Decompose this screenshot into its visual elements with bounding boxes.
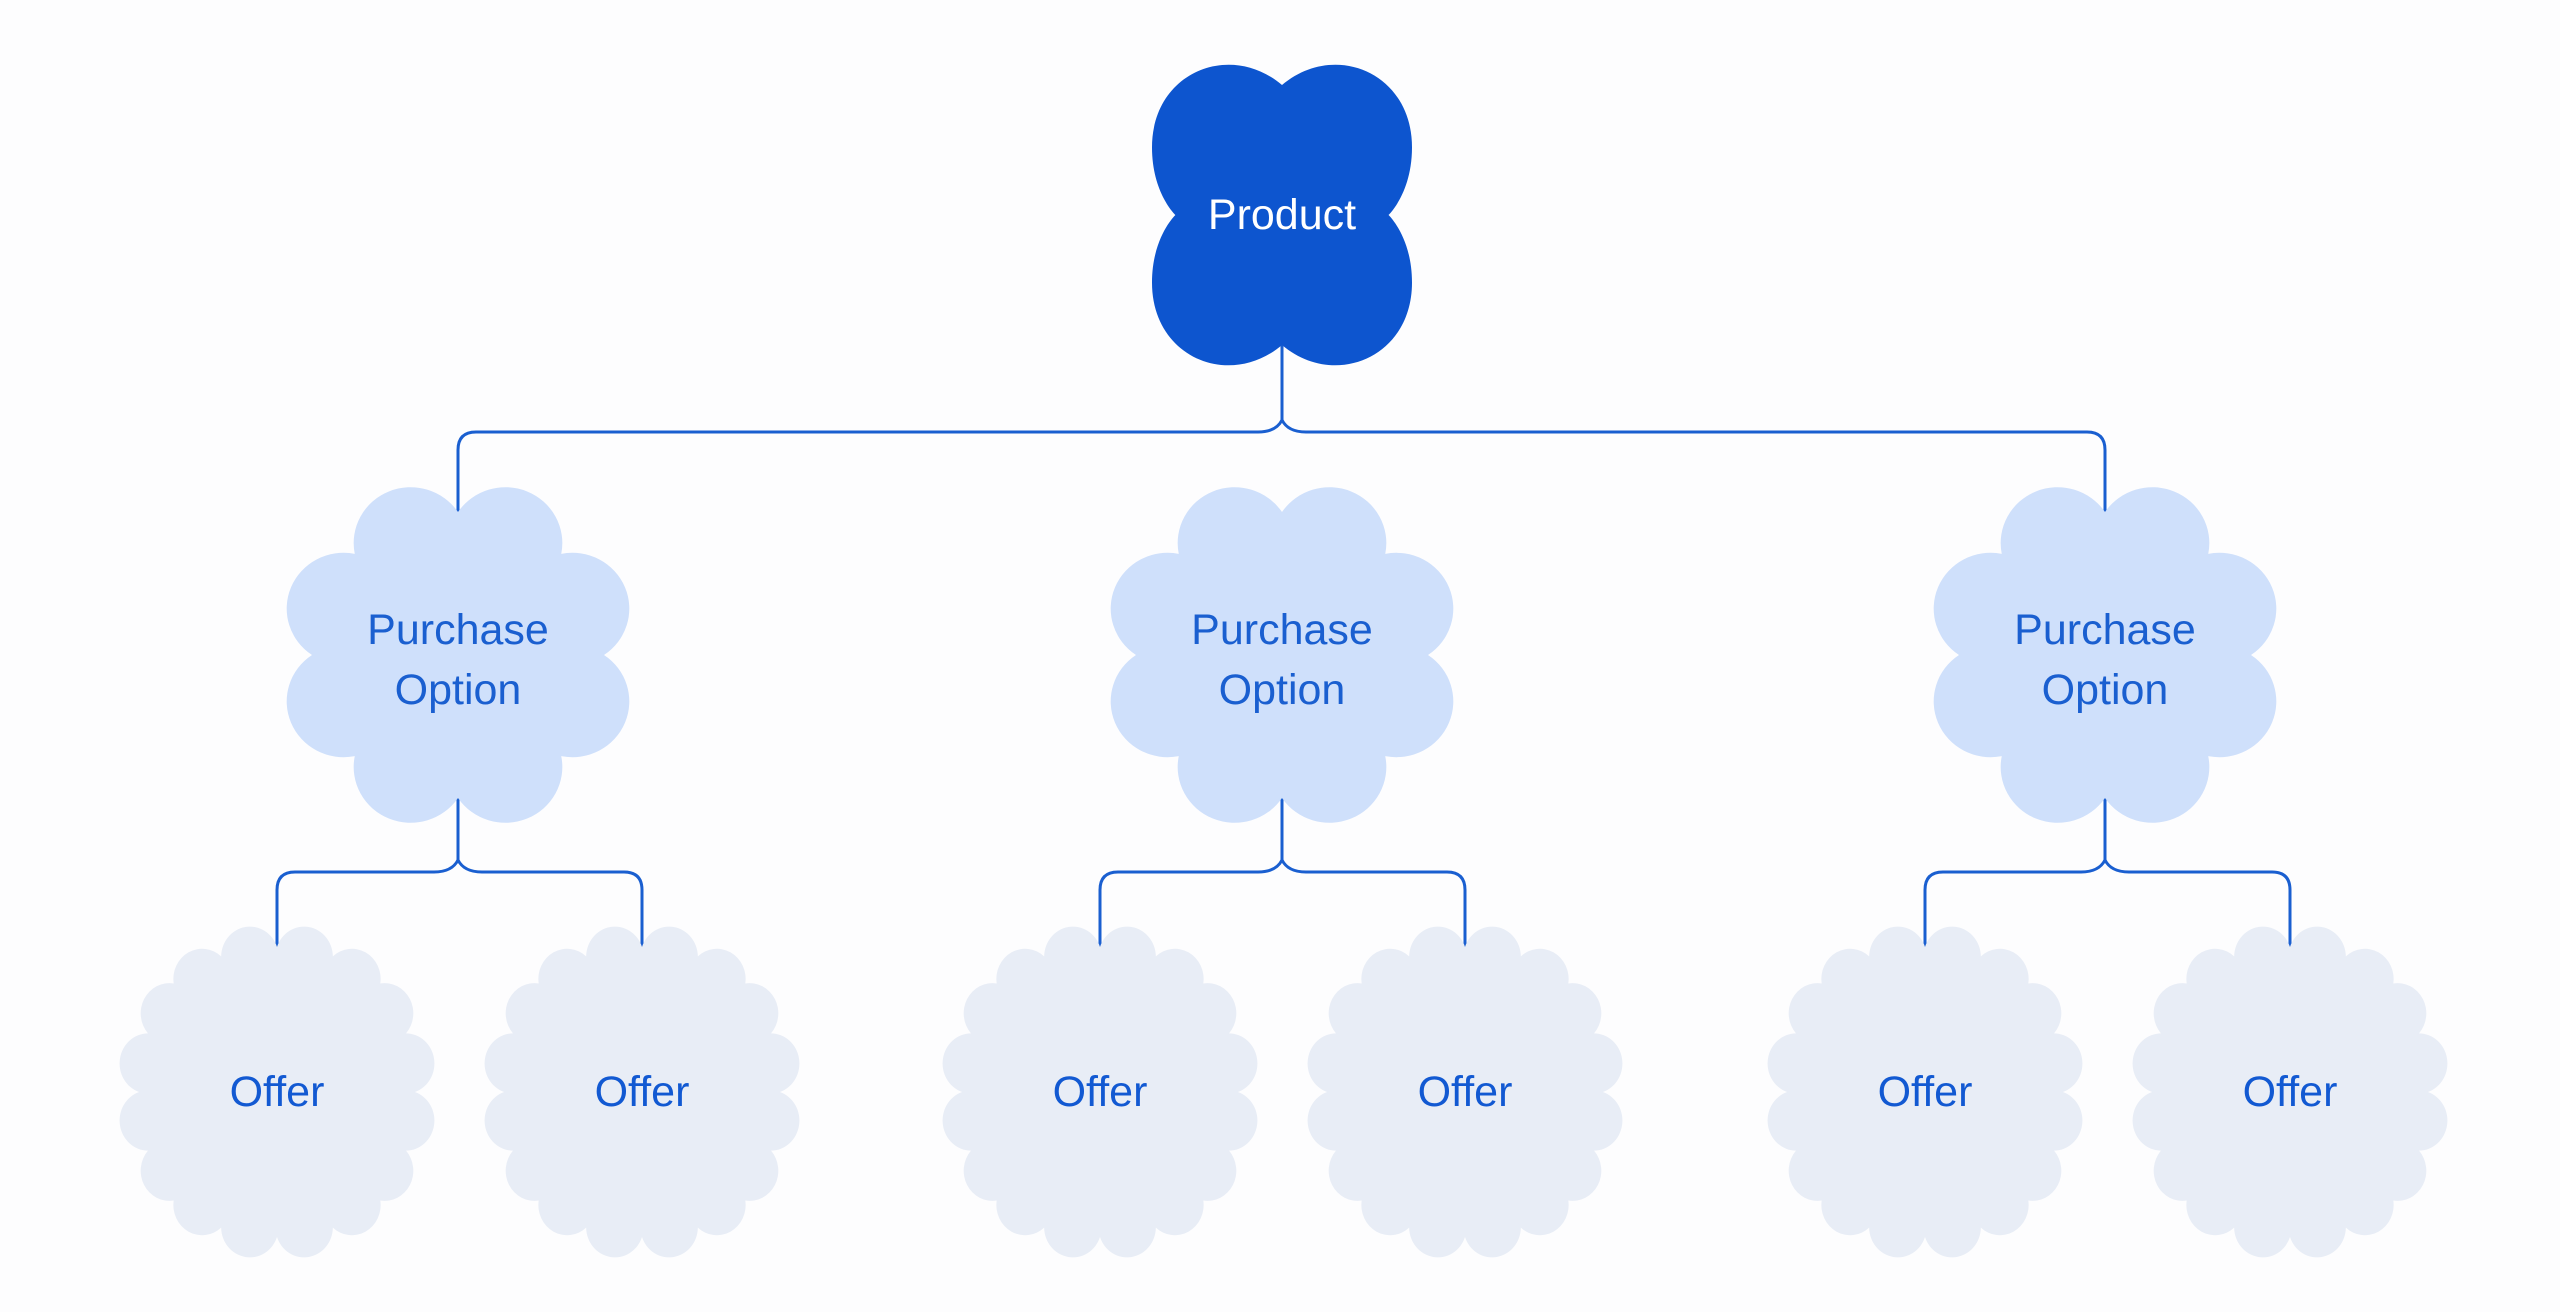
connector-option1-bus-right — [456, 858, 644, 954]
connector-option3-bus-left — [1923, 858, 2107, 954]
purchase-option-node[interactable]: Purchase Option — [1933, 487, 2277, 823]
scalloped-circle-icon — [942, 926, 1258, 1258]
scalloped-circle-icon — [119, 926, 435, 1258]
connector-level1-bus-right — [1280, 418, 2107, 518]
quatrefoil-blob-icon — [1152, 64, 1412, 366]
scalloped-circle-icon — [1307, 926, 1623, 1258]
product-node[interactable]: Product — [1152, 64, 1412, 366]
eight-lobe-flower-icon — [286, 487, 630, 823]
purchase-option-node[interactable]: Purchase Option — [286, 487, 630, 823]
connector-level1-bus-left — [456, 418, 1284, 518]
connector-option2-bus-right — [1280, 858, 1467, 954]
offer-node[interactable]: Offer — [119, 926, 435, 1258]
connector-group — [275, 343, 2292, 954]
offer-node[interactable]: Offer — [942, 926, 1258, 1258]
scalloped-circle-icon — [2132, 926, 2448, 1258]
eight-lobe-flower-icon — [1110, 487, 1454, 823]
offer-node[interactable]: Offer — [1767, 926, 2083, 1258]
purchase-option-node[interactable]: Purchase Option — [1110, 487, 1454, 823]
connector-option1-bus-left — [275, 858, 460, 954]
purchase-option-nodes: Purchase Option Purchase Option Purchase… — [286, 487, 2277, 823]
scalloped-circle-icon — [484, 926, 800, 1258]
offer-node[interactable]: Offer — [1307, 926, 1623, 1258]
offer-nodes: Offer Offer Offer Offer Offer Offer — [119, 926, 2448, 1258]
connector-option2-bus-left — [1098, 858, 1284, 954]
scalloped-circle-icon — [1767, 926, 2083, 1258]
offer-node[interactable]: Offer — [484, 926, 800, 1258]
offer-node[interactable]: Offer — [2132, 926, 2448, 1258]
eight-lobe-flower-icon — [1933, 487, 2277, 823]
connector-option3-bus-right — [2103, 858, 2292, 954]
